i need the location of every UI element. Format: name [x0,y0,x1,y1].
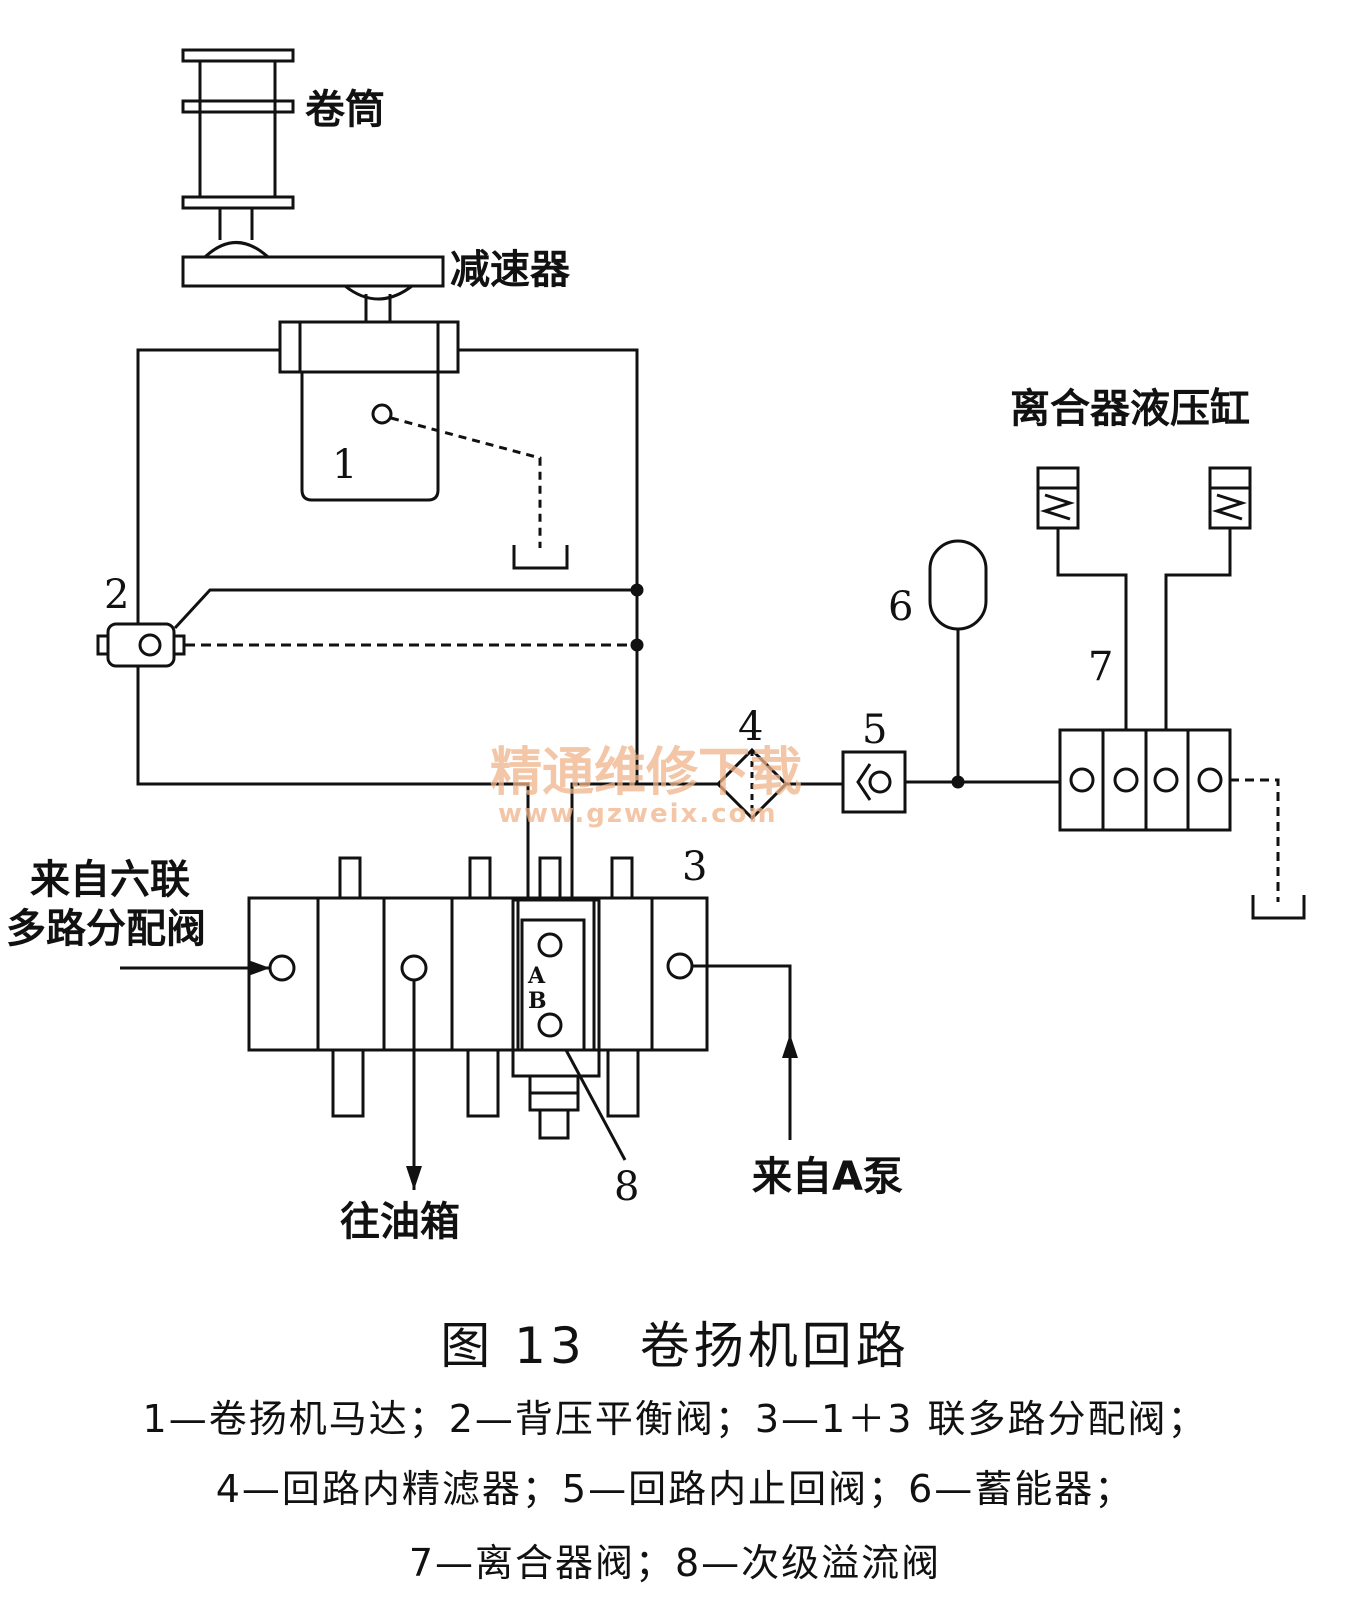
label-from-six-valve-1: 来自六联 [30,857,190,903]
winch-motor [278,320,569,570]
figure-caption-title: 图 13 卷扬机回路 [440,1317,910,1375]
num-1: 1 [332,442,357,488]
label-reducer: 减速器 [450,247,571,293]
label-from-six-valve-2: 多路分配阀 [6,906,206,952]
label-port-a: A [527,963,546,989]
label-to-tank: 往油箱 [340,1199,460,1245]
balance-valve [96,622,186,668]
num-6: 6 [888,584,913,630]
arrow-in-icon [248,960,270,976]
num-4: 4 [738,704,763,750]
clutch-valve [1058,728,1306,920]
num-8: 8 [614,1164,639,1210]
motor-loop-lines [136,348,718,900]
num-7: 7 [1088,644,1113,690]
num-5: 5 [862,707,887,753]
label-from-pump-a: 来自A泵 [752,1154,903,1200]
labels: 卷筒 减速器 离合器液压缸 来自六联 多路分配阀 往油箱 来自A泵 A B 1 … [6,87,1250,1245]
arrow-down-icon [406,1166,422,1190]
label-port-b: B [528,988,547,1014]
figure-legend-line-1: 1—卷扬机马达；2—背压平衡阀；3—1＋3 联多路分配阀； [142,1397,1208,1441]
drum [181,48,295,240]
figure-legend-line-3: 7—离合器阀；8—次级溢流阀 [408,1541,942,1585]
accumulator [928,539,988,782]
figure-legend-line-2: 4—回路内精滤器；5—回路内止回阀；6—蓄能器； [215,1467,1135,1511]
watermark-url: www.gzweix.com [498,799,778,829]
num-2: 2 [104,572,129,618]
label-drum: 卷筒 [305,87,385,133]
multiway-valve [247,856,709,1118]
num-3: 3 [682,844,707,890]
reducer [181,241,445,322]
arrow-up-icon [782,1034,798,1058]
secondary-relief-valve [511,898,627,1161]
check-valve [841,750,1060,814]
watermark-cn: 精通维修下载 [490,743,802,803]
clutch-cylinders [1036,466,1252,735]
flow-arrows [120,960,798,1190]
label-clutch-cylinder: 离合器液压缸 [1010,386,1250,432]
fine-filter [715,747,843,821]
